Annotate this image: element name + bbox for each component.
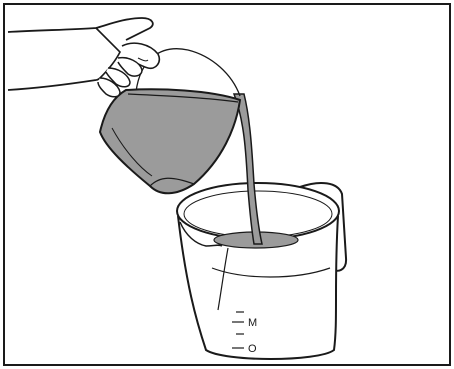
mark-label-o: O [248, 343, 257, 355]
hand-arm-lower [8, 80, 96, 90]
mark-label-m: M [248, 317, 257, 329]
measuring-jug-icon: M O [177, 183, 346, 359]
hand-arm [8, 18, 153, 40]
pouring-jug-icon [100, 49, 240, 194]
